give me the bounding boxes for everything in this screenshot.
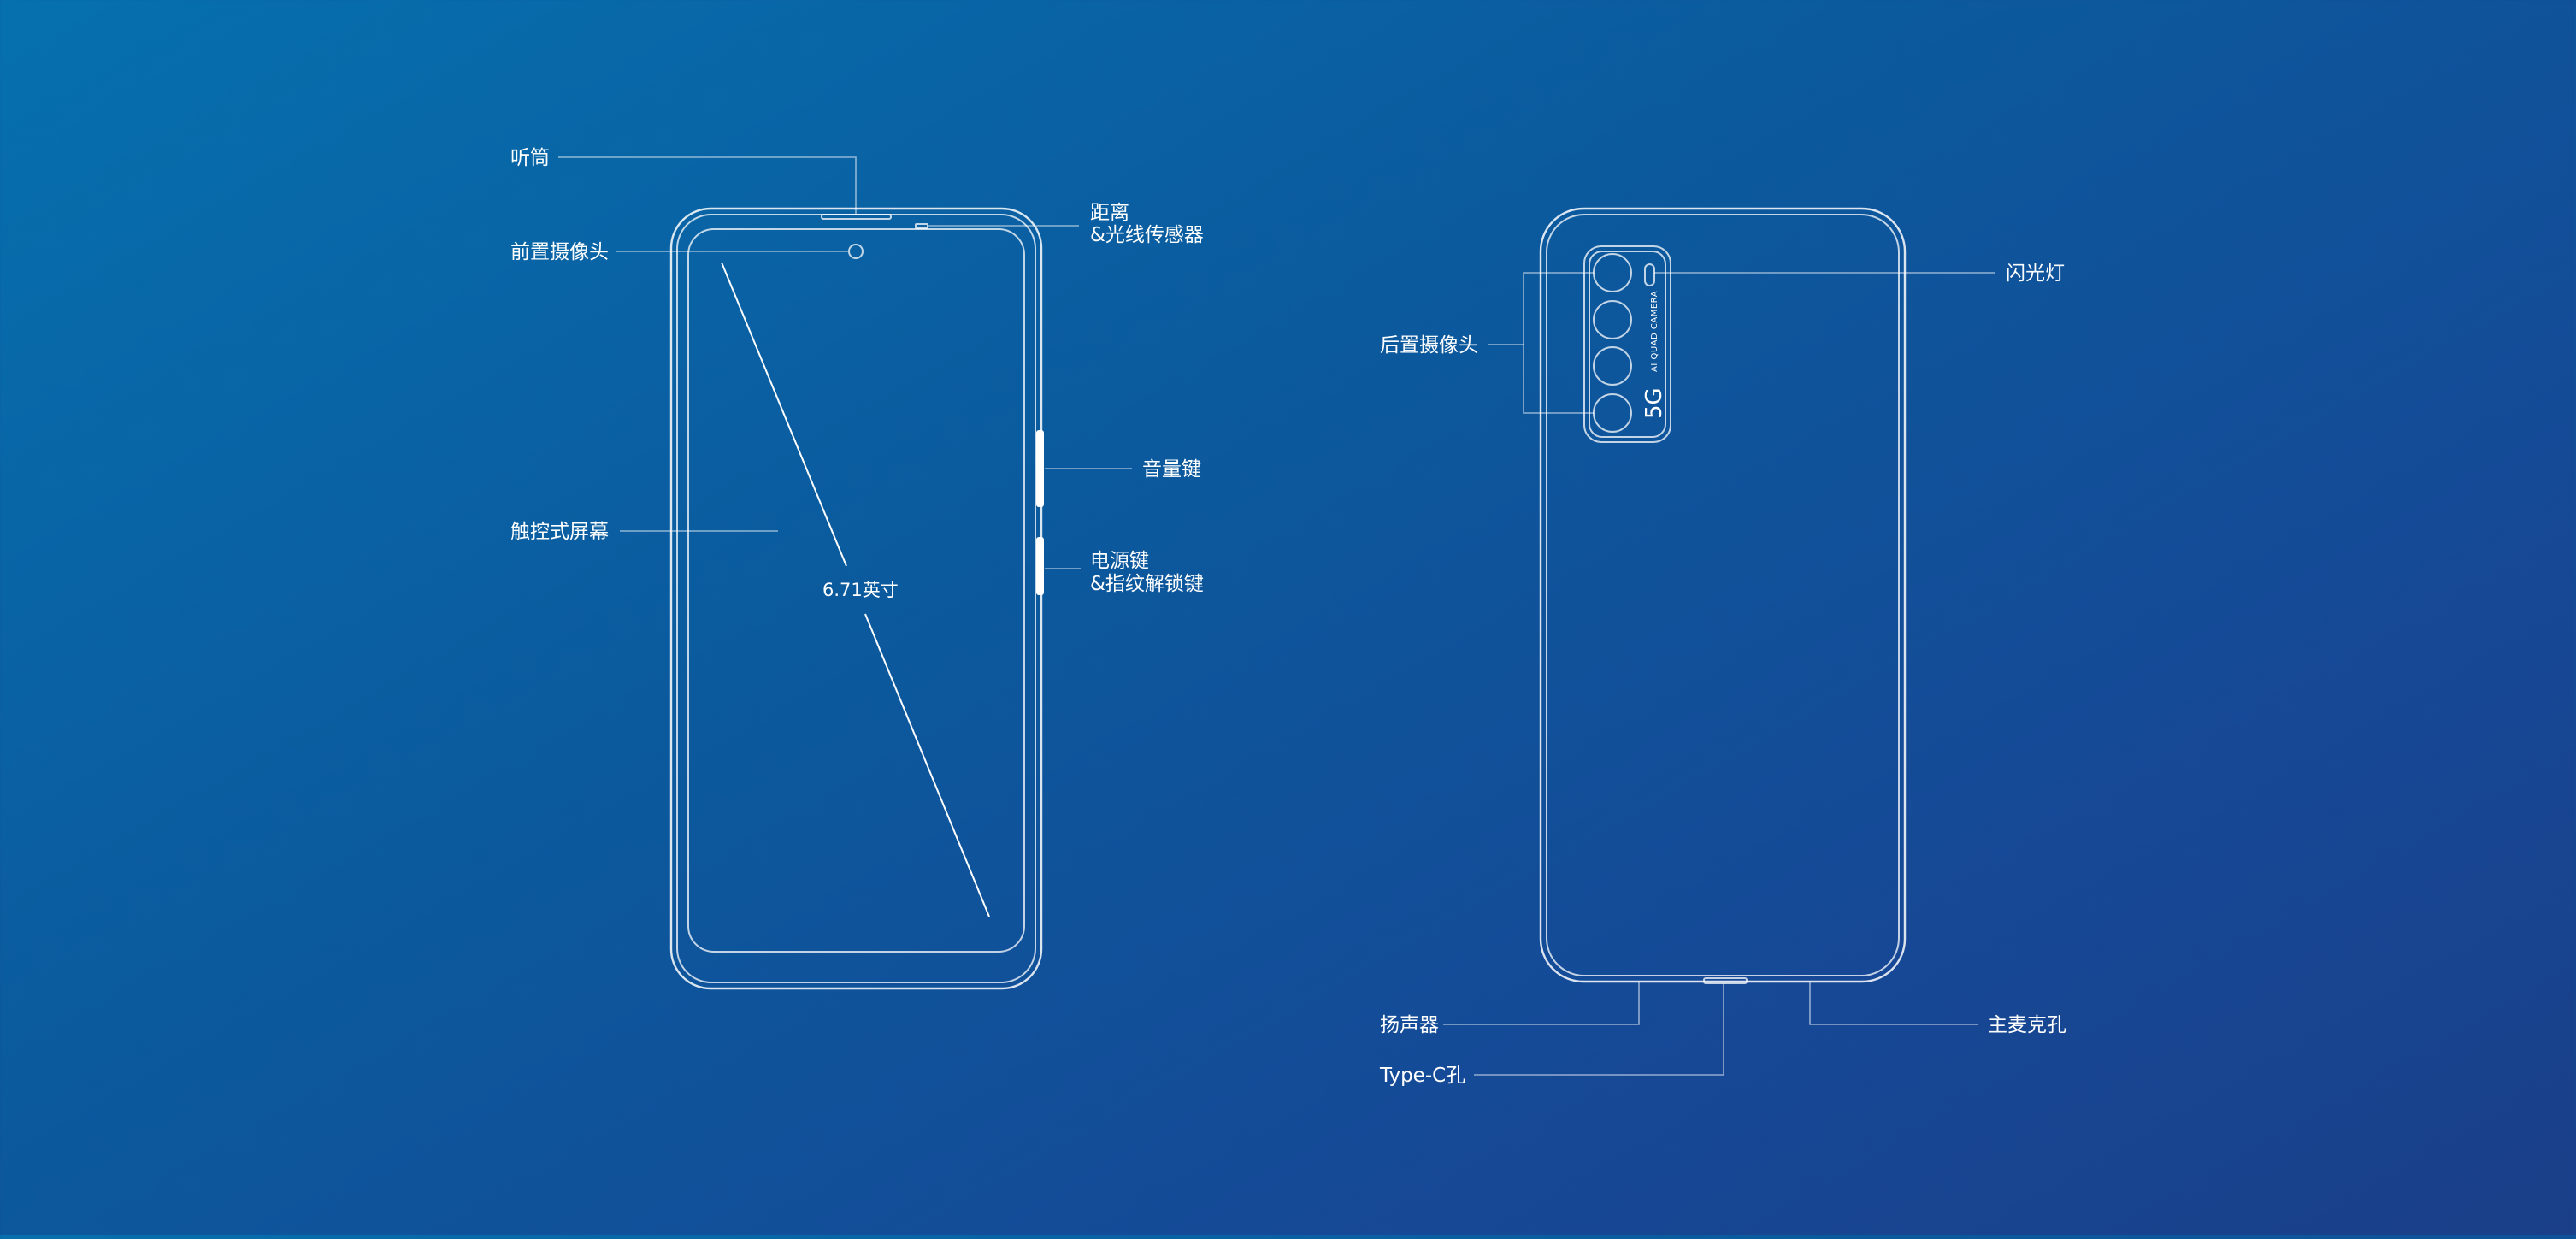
rear-lens-1: [1593, 253, 1632, 292]
five-g-text: 5G: [1642, 387, 1667, 419]
sensor-label-line2: &光线传感器: [1090, 224, 1204, 246]
type-c-port: [1703, 977, 1748, 984]
earpiece-label: 听筒: [510, 147, 550, 169]
back-leader-lines: [1443, 272, 1995, 1076]
screen-size-label: 6.71英寸: [822, 580, 899, 600]
camera-module-outer: [1583, 245, 1671, 443]
front-leader-lines: [558, 156, 1132, 569]
power-label-line2: &指纹解锁键: [1090, 573, 1204, 595]
sensor-dot: [915, 223, 928, 229]
front-phone: 6.71英寸: [669, 207, 1044, 990]
front-camera-hole: [848, 244, 864, 259]
front-camera-label: 前置摄像头: [510, 241, 609, 263]
front-screen: [687, 228, 1025, 953]
back-phone-outer-frame: [1539, 207, 1907, 983]
rear-lens-4: [1593, 393, 1632, 433]
type-c-leader: [1474, 983, 1724, 1076]
volume-key: [1036, 430, 1044, 507]
flash-unit: [1644, 263, 1655, 286]
touchscreen-label: 触控式屏幕: [510, 521, 609, 543]
rear-lens-2: [1593, 300, 1632, 339]
speaker-leader: [1443, 982, 1640, 1025]
camera-module: AI QUAD CAMERA 5G: [1583, 245, 1671, 443]
power-key: [1036, 537, 1044, 595]
volume-label: 音量键: [1142, 458, 1201, 481]
speaker-label: 扬声器: [1380, 1014, 1439, 1036]
ai-quad-camera-text: AI QUAD CAMERA: [1650, 291, 1659, 372]
main-mic-leader: [1809, 982, 1978, 1025]
rear-camera-label: 后置摄像头: [1380, 334, 1478, 357]
camera-module-inner: [1589, 251, 1666, 438]
sensor-label-line1: 距离: [1090, 202, 1129, 224]
diagonal-line-upper: [721, 262, 847, 567]
flash-label: 闪光灯: [2006, 263, 2065, 285]
earpiece-leader: [558, 156, 857, 215]
diagonal-line-lower: [864, 613, 990, 917]
rear-camera-leader-bracket: [1523, 272, 1594, 414]
back-phone-inner-frame: [1546, 214, 1900, 976]
main-mic-label: 主麦克孔: [1988, 1014, 2066, 1036]
back-phone: AI QUAD CAMERA 5G: [1539, 207, 1907, 984]
power-label-line1: 电源键: [1090, 550, 1149, 572]
earpiece-slot: [821, 214, 892, 220]
type-c-label: Type-C孔: [1379, 1065, 1465, 1087]
rear-lens-3: [1593, 346, 1632, 386]
